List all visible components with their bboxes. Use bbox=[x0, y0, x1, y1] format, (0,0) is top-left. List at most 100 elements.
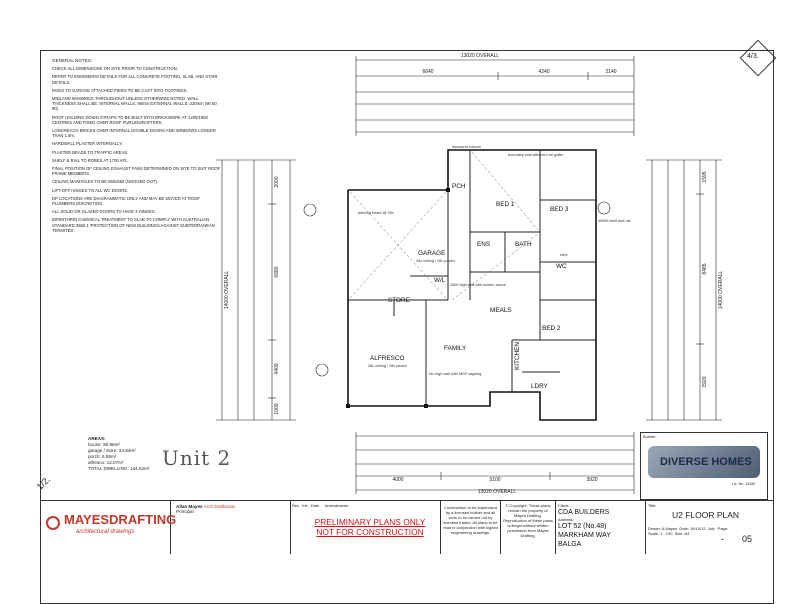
top-seg-1: 6640 bbox=[422, 69, 433, 75]
construction-disclaimer: Construction to be supervised by a licen… bbox=[443, 505, 498, 535]
areas-block: AREAS: house: 90.86m² garage / store: 34… bbox=[88, 436, 178, 472]
note-item: FINAL POSITION OF CEILING EXHAUST FANS D… bbox=[52, 166, 221, 177]
building-outline bbox=[347, 149, 597, 421]
area-porch: porch: 6.55m² bbox=[88, 454, 117, 459]
date-label: Date: bbox=[679, 526, 689, 531]
scale-label: Scale: bbox=[648, 531, 660, 536]
mayes-drafting-logo-icon bbox=[46, 516, 60, 530]
page-number: 05 bbox=[742, 534, 753, 544]
left-seg-4: 1000 bbox=[274, 403, 280, 414]
structural-column-note: structural column bbox=[452, 145, 481, 149]
disclaimer-left-cell bbox=[440, 500, 500, 554]
boundary-wall-note: boundary wall with zero lot gutter bbox=[508, 153, 564, 157]
right-seg-1: 1595 bbox=[702, 171, 708, 182]
preliminary-stamp: PRELIMINARY PLANS ONLY NOT FOR CONSTRUCT… bbox=[306, 517, 434, 537]
note-item: ROOF HOLDING DOWN STRAPS TO BE BUILT INT… bbox=[52, 114, 208, 125]
pitching-beam-note: pitching beam @ 25c bbox=[358, 211, 394, 215]
note-item: RODS TO GARAGE ATTACHED PIERS TO BE CAST… bbox=[52, 87, 188, 93]
note-item: HARDWALL PLASTER INTERNALLY. bbox=[52, 141, 123, 147]
builder-name: DIVERSE HOMES bbox=[660, 456, 752, 468]
top-seg-3: 2140 bbox=[605, 69, 616, 75]
handwritten-unit-label: Unit 2 bbox=[162, 446, 232, 470]
bottom-seg-1: 4000 bbox=[392, 477, 403, 483]
structural-column bbox=[446, 188, 450, 192]
area-total: TOTAL DWELLING: 144.52m² bbox=[88, 466, 150, 471]
address-suburb: BALGA bbox=[558, 541, 582, 548]
builder-label: Builder: bbox=[643, 434, 657, 439]
revisions-cell bbox=[290, 500, 440, 554]
sheet-corner-right: 4/3. bbox=[747, 53, 759, 60]
title-block bbox=[40, 500, 774, 555]
scale-value: 1 : 100 bbox=[660, 531, 673, 536]
notes-list: CHECK ALL DIMENSIONS ON SITE PRIOR TO CO… bbox=[52, 66, 222, 233]
room-garage: GARAGE bbox=[418, 250, 445, 257]
page-label: Page: bbox=[717, 526, 729, 531]
room-wc: WC bbox=[556, 263, 567, 270]
room-ldry: LDRY bbox=[531, 383, 549, 390]
client-info: Client: CDA BUILDERS Address: LOT 52 (No… bbox=[558, 503, 611, 549]
client-cell bbox=[555, 500, 645, 554]
mayes-drafting-sub: architectural drawings bbox=[76, 529, 135, 535]
area-garage: garage / store: 34.84m² bbox=[88, 448, 136, 453]
room-bed1: BED 1 bbox=[496, 201, 515, 208]
address-street: MARKHAM WAY bbox=[558, 532, 611, 539]
notes-heading: GENERAL NOTES: bbox=[52, 58, 93, 63]
room-family: FAMILY bbox=[444, 345, 467, 352]
area-alfresco: alfresco: 12.07m² bbox=[88, 460, 124, 465]
garage-note: 28c ceiling / 28c paved bbox=[416, 259, 455, 263]
room-bed3: BED 3 bbox=[550, 206, 569, 213]
bottom-seg-2: 5100 bbox=[489, 477, 500, 483]
job-label: Job: bbox=[707, 526, 716, 531]
bottom-overall-dim: 13020 OVERALL bbox=[478, 489, 517, 495]
diverse-homes-logo bbox=[648, 446, 760, 478]
drawing-meta: Drawn: A.Mayes Date: 16/10/12 Job: Page:… bbox=[648, 526, 728, 536]
room-store: STORE bbox=[388, 297, 410, 304]
top-overall-dim: 13020 OVERALL bbox=[461, 53, 500, 59]
client-label: Client: bbox=[558, 503, 570, 508]
builder-box bbox=[640, 432, 768, 500]
drawn-label: Drawn: bbox=[648, 526, 661, 531]
note-item: REFER TO ENGINEERS DETAILS FOR ALL CONCR… bbox=[52, 74, 218, 85]
date-col: Date bbox=[310, 503, 320, 508]
drawing-title: U2 FLOOR PLAN bbox=[672, 510, 740, 520]
revision-header: Rev. Init. Date Amendments bbox=[292, 503, 348, 508]
room-porch: PCH bbox=[452, 183, 466, 190]
builder-licence: Lic. No. 13440 bbox=[732, 482, 756, 486]
screen-wall-note: 1800 high wall with screen above bbox=[450, 283, 506, 287]
drafter-role: Arch Draftsman bbox=[203, 504, 236, 509]
client-name: CDA BUILDERS bbox=[558, 509, 610, 516]
alfresco-note: 28c ceiling / 28c paved bbox=[368, 364, 407, 368]
drafter: Allan Mayes Arch Draftsman Principal bbox=[176, 504, 236, 514]
shelf-rail-note: 450W shelf and rail bbox=[598, 219, 631, 223]
robe-label: robe bbox=[560, 253, 568, 257]
note-item: MIDLAND MASBRICK THROUGHOUT UNLESS OTHER… bbox=[52, 96, 217, 112]
top-seg-2: 4240 bbox=[538, 69, 549, 75]
note-item: BIFENTHRIN CHEMICAL TREATMENT TO SLAB TO… bbox=[52, 217, 215, 233]
note-item: LIFT-OFF HINGES TO ALL WC DOORS. bbox=[52, 187, 129, 193]
drafter-name: Allan Mayes bbox=[176, 504, 203, 509]
prelim-line-1: PRELIMINARY PLANS ONLY bbox=[314, 517, 426, 527]
left-seg-2: 6680 bbox=[274, 266, 280, 277]
drafter-principal: Principal bbox=[176, 509, 194, 514]
room-wil: W/L bbox=[434, 277, 446, 284]
init-col: Init. bbox=[302, 503, 309, 508]
disclaimer-right-cell bbox=[500, 500, 555, 554]
note-item: ALL SOLID OR GLAZED DOORS TO HAVE 3 HING… bbox=[52, 209, 156, 215]
address-label: Address: bbox=[558, 517, 574, 522]
right-seg-2: 8485 bbox=[702, 263, 708, 274]
room-kitchen: KITCHEN bbox=[514, 342, 521, 370]
address-lot: LOT 52 (No.48) bbox=[558, 523, 607, 530]
areas-heading: AREAS: bbox=[88, 436, 106, 441]
note-item: DP LOCATIONS ARE DIAGRAMMATIC ONLY AND M… bbox=[52, 195, 200, 207]
mayes-drafting-brand: MAYESDRAFTING bbox=[64, 512, 177, 527]
right-seg-3: 3920 bbox=[702, 376, 708, 387]
room-meals: MEALS bbox=[490, 307, 512, 314]
general-notes: GENERAL NOTES: CHECK ALL DIMENSIONS ON S… bbox=[52, 58, 222, 236]
drawn-value: A.Mayes bbox=[661, 526, 678, 531]
bottom-seg-3: 3920 bbox=[586, 477, 597, 483]
copyright-disclaimer: © Copyright. These plans remain the prop… bbox=[503, 503, 553, 538]
mdf-capping-note: 14c high wall with MDF capping bbox=[428, 372, 481, 376]
title-label: Title: bbox=[648, 503, 657, 508]
area-house: house: 90.86m² bbox=[88, 442, 120, 447]
